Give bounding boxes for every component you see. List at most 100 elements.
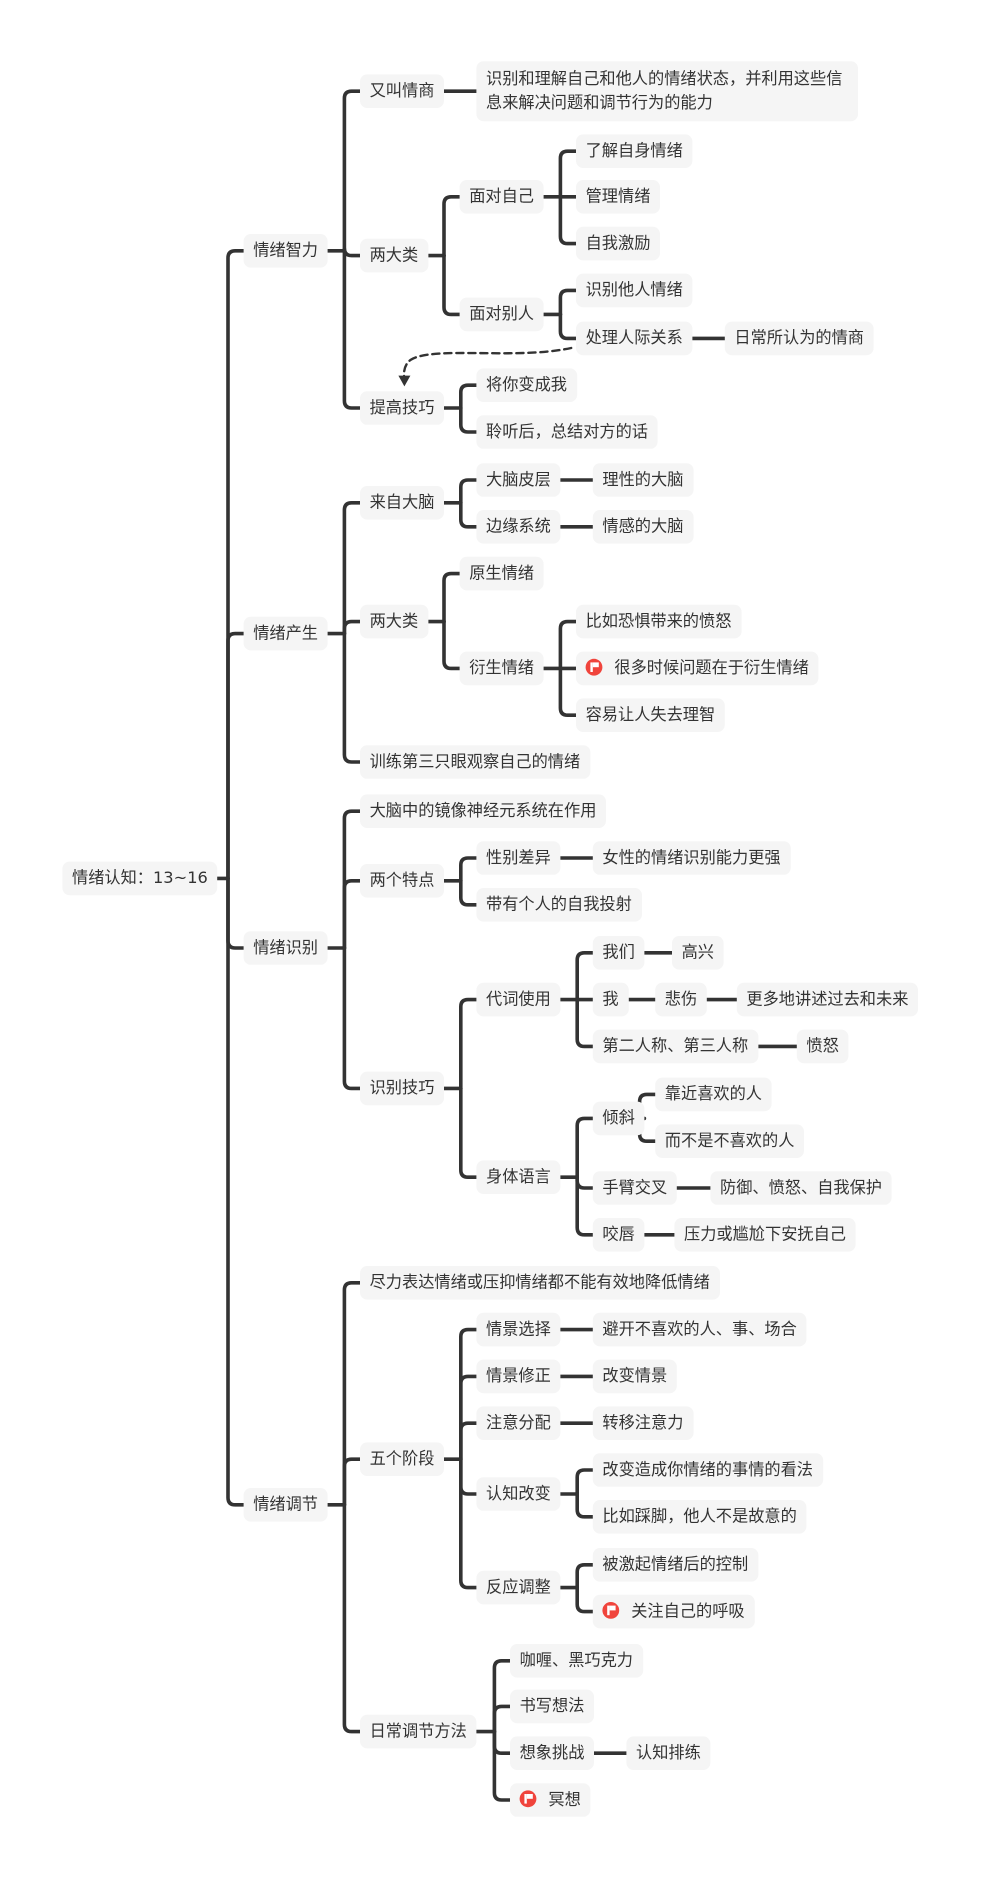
topic-node[interactable]: 两个特点 <box>360 864 445 898</box>
topic-node[interactable]: 面对别人 <box>459 297 544 332</box>
topic-node[interactable]: 改变造成你情绪的事情的看法 <box>592 1453 823 1487</box>
topic-label: 大脑中的镜像神经元系统在作用 <box>369 801 597 821</box>
topic-node[interactable]: 自我激励 <box>576 226 660 261</box>
topic-node[interactable]: 性别差异 <box>476 841 561 875</box>
topic-node[interactable]: 反应调整 <box>476 1570 561 1605</box>
topic-node[interactable]: 了解自身情绪 <box>576 134 693 168</box>
topic-node[interactable]: 身体语言 <box>476 1160 561 1194</box>
topic-node[interactable]: 更多地讲述过去和未来 <box>736 982 919 1017</box>
topic-label: 很多时候问题在于衍生情绪 <box>614 658 809 678</box>
topic-label: 愤怒 <box>806 1036 839 1056</box>
topic-node[interactable]: 处理人际关系 <box>576 321 693 356</box>
topic-node[interactable]: 我 <box>592 982 629 1017</box>
topic-node[interactable]: 两大类 <box>360 604 428 639</box>
connector-line <box>226 876 246 950</box>
connector-line <box>575 1468 595 1496</box>
topic-node[interactable]: 原生情绪 <box>459 556 544 591</box>
topic-node[interactable]: 又叫情商 <box>360 74 445 109</box>
topic-node[interactable]: 关注自己的呼吸 <box>592 1594 755 1629</box>
topic-label: 识别和理解自己和他人的情绪状态，并利用这些信息来解决问题和调节行为的能力 <box>486 69 843 113</box>
topic-label: 防御、愤怒、自我保护 <box>720 1178 883 1198</box>
topic-node[interactable]: 注意分配 <box>476 1406 561 1440</box>
topic-node[interactable]: 认知排练 <box>626 1736 711 1771</box>
topic-node[interactable]: 愤怒 <box>796 1029 849 1064</box>
topic-node[interactable]: 理性的大脑 <box>592 463 693 497</box>
topic-label: 聆听后，总结对方的话 <box>486 422 648 442</box>
topic-node[interactable]: 大脑中的镜像神经元系统在作用 <box>360 794 606 829</box>
topic-node[interactable]: 来自大脑 <box>360 486 445 520</box>
topic-node[interactable]: 第二人称、第三人称 <box>592 1029 758 1064</box>
topic-node[interactable]: 倾斜 <box>592 1101 645 1136</box>
connector-line <box>575 1585 595 1614</box>
topic-node[interactable]: 聆听后，总结对方的话 <box>476 415 658 449</box>
topic-node[interactable]: 识别技巧 <box>360 1071 445 1106</box>
topic-node[interactable]: 五个阶段 <box>360 1442 445 1476</box>
topic-node[interactable]: 我们 <box>592 936 645 970</box>
topic-node[interactable]: 识别他人情绪 <box>576 273 693 308</box>
connector-line <box>342 1503 362 1734</box>
topic-node[interactable]: 想象挑战 <box>510 1736 594 1771</box>
connector-line <box>459 856 479 883</box>
topic-node[interactable]: 改变情景 <box>592 1359 677 1394</box>
topic-node[interactable]: 代词使用 <box>476 982 561 1017</box>
topic-node[interactable]: 带有个人的自我投射 <box>476 888 642 922</box>
topic-node[interactable]: 防御、愤怒、自我保护 <box>710 1171 892 1205</box>
topic-label: 靠近喜欢的人 <box>664 1084 762 1104</box>
topic-node[interactable]: 衍生情绪 <box>459 651 544 686</box>
topic-label: 注意分配 <box>486 1413 551 1433</box>
topic-node[interactable]: 大脑皮层 <box>476 463 561 497</box>
topic-node[interactable]: 面对自己 <box>459 180 544 214</box>
topic-label: 性别差异 <box>486 848 551 868</box>
connector-line <box>459 1457 479 1590</box>
topic-label: 情绪产生 <box>253 624 318 644</box>
topic-node[interactable]: 靠近喜欢的人 <box>655 1077 772 1112</box>
topic-label: 识别技巧 <box>369 1078 435 1098</box>
topic-label: 管理情绪 <box>585 187 651 207</box>
topic-node[interactable]: 日常所认为的情商 <box>724 321 874 356</box>
topic-node[interactable]: 而不是不喜欢的人 <box>655 1124 805 1158</box>
root-topic[interactable]: 情绪认知：13~16 <box>62 861 218 896</box>
topic-node[interactable]: 尽力表达情绪或压抑情绪都不能有效地降低情绪 <box>360 1266 720 1300</box>
topic-node[interactable]: 边缘系统 <box>476 510 561 544</box>
topic-label: 情绪认知：13~16 <box>72 868 208 889</box>
topic-node[interactable]: 高兴 <box>672 936 724 970</box>
topic-node[interactable]: 日常调节方法 <box>360 1714 477 1749</box>
topic-node[interactable]: 情绪产生 <box>243 616 328 651</box>
connector-line <box>492 1729 512 1802</box>
topic-label: 面对自己 <box>469 187 534 207</box>
topic-node[interactable]: 压力或尴尬下安抚自己 <box>674 1218 856 1252</box>
topic-node[interactable]: 转移注意力 <box>592 1406 693 1440</box>
topic-node[interactable]: 比如踩脚，他人不是故意的 <box>592 1500 807 1534</box>
topic-node[interactable]: 情景选择 <box>476 1312 561 1347</box>
topic-label: 咬唇 <box>602 1225 635 1245</box>
topic-node[interactable]: 提高技巧 <box>360 391 445 425</box>
topic-node[interactable]: 识别和理解自己和他人的情绪状态，并利用这些信息来解决问题和调节行为的能力 <box>476 61 859 122</box>
topic-label: 关注自己的呼吸 <box>631 1602 745 1622</box>
topic-node[interactable]: 被激起情绪后的控制 <box>592 1548 758 1582</box>
topic-label: 认知改变 <box>486 1484 551 1504</box>
topic-node[interactable]: 咬唇 <box>592 1218 645 1252</box>
topic-node[interactable]: 手臂交叉 <box>592 1171 677 1205</box>
topic-node[interactable]: 训练第三只眼观察自己的情绪 <box>360 745 590 779</box>
topic-node[interactable]: 避开不喜欢的人、事、场合 <box>592 1312 807 1347</box>
connector-line <box>558 288 578 317</box>
topic-label: 我们 <box>602 943 635 963</box>
topic-node[interactable]: 咖喱、黑巧克力 <box>510 1644 643 1678</box>
topic-node[interactable]: 悲伤 <box>655 982 707 1017</box>
topic-node[interactable]: 书写想法 <box>510 1689 594 1724</box>
connector-line <box>442 619 462 671</box>
topic-node[interactable]: 情绪智力 <box>243 234 328 268</box>
topic-node[interactable]: 两大类 <box>360 238 428 273</box>
topic-node[interactable]: 女性的情绪识别能力更强 <box>592 841 791 875</box>
topic-node[interactable]: 容易让人失去理智 <box>576 698 725 732</box>
topic-node[interactable]: 管理情绪 <box>576 180 660 214</box>
topic-node[interactable]: 情景修正 <box>476 1359 561 1394</box>
topic-node[interactable]: 将你变成我 <box>476 368 577 403</box>
topic-node[interactable]: 冥想 <box>510 1783 591 1817</box>
topic-node[interactable]: 认知改变 <box>476 1477 561 1511</box>
topic-node[interactable]: 情感的大脑 <box>592 510 693 544</box>
topic-node[interactable]: 情绪识别 <box>243 931 328 965</box>
topic-node[interactable]: 比如恐惧带来的愤怒 <box>576 604 741 639</box>
topic-node[interactable]: 情绪调节 <box>243 1488 328 1522</box>
topic-node[interactable]: 很多时候问题在于衍生情绪 <box>576 651 819 686</box>
